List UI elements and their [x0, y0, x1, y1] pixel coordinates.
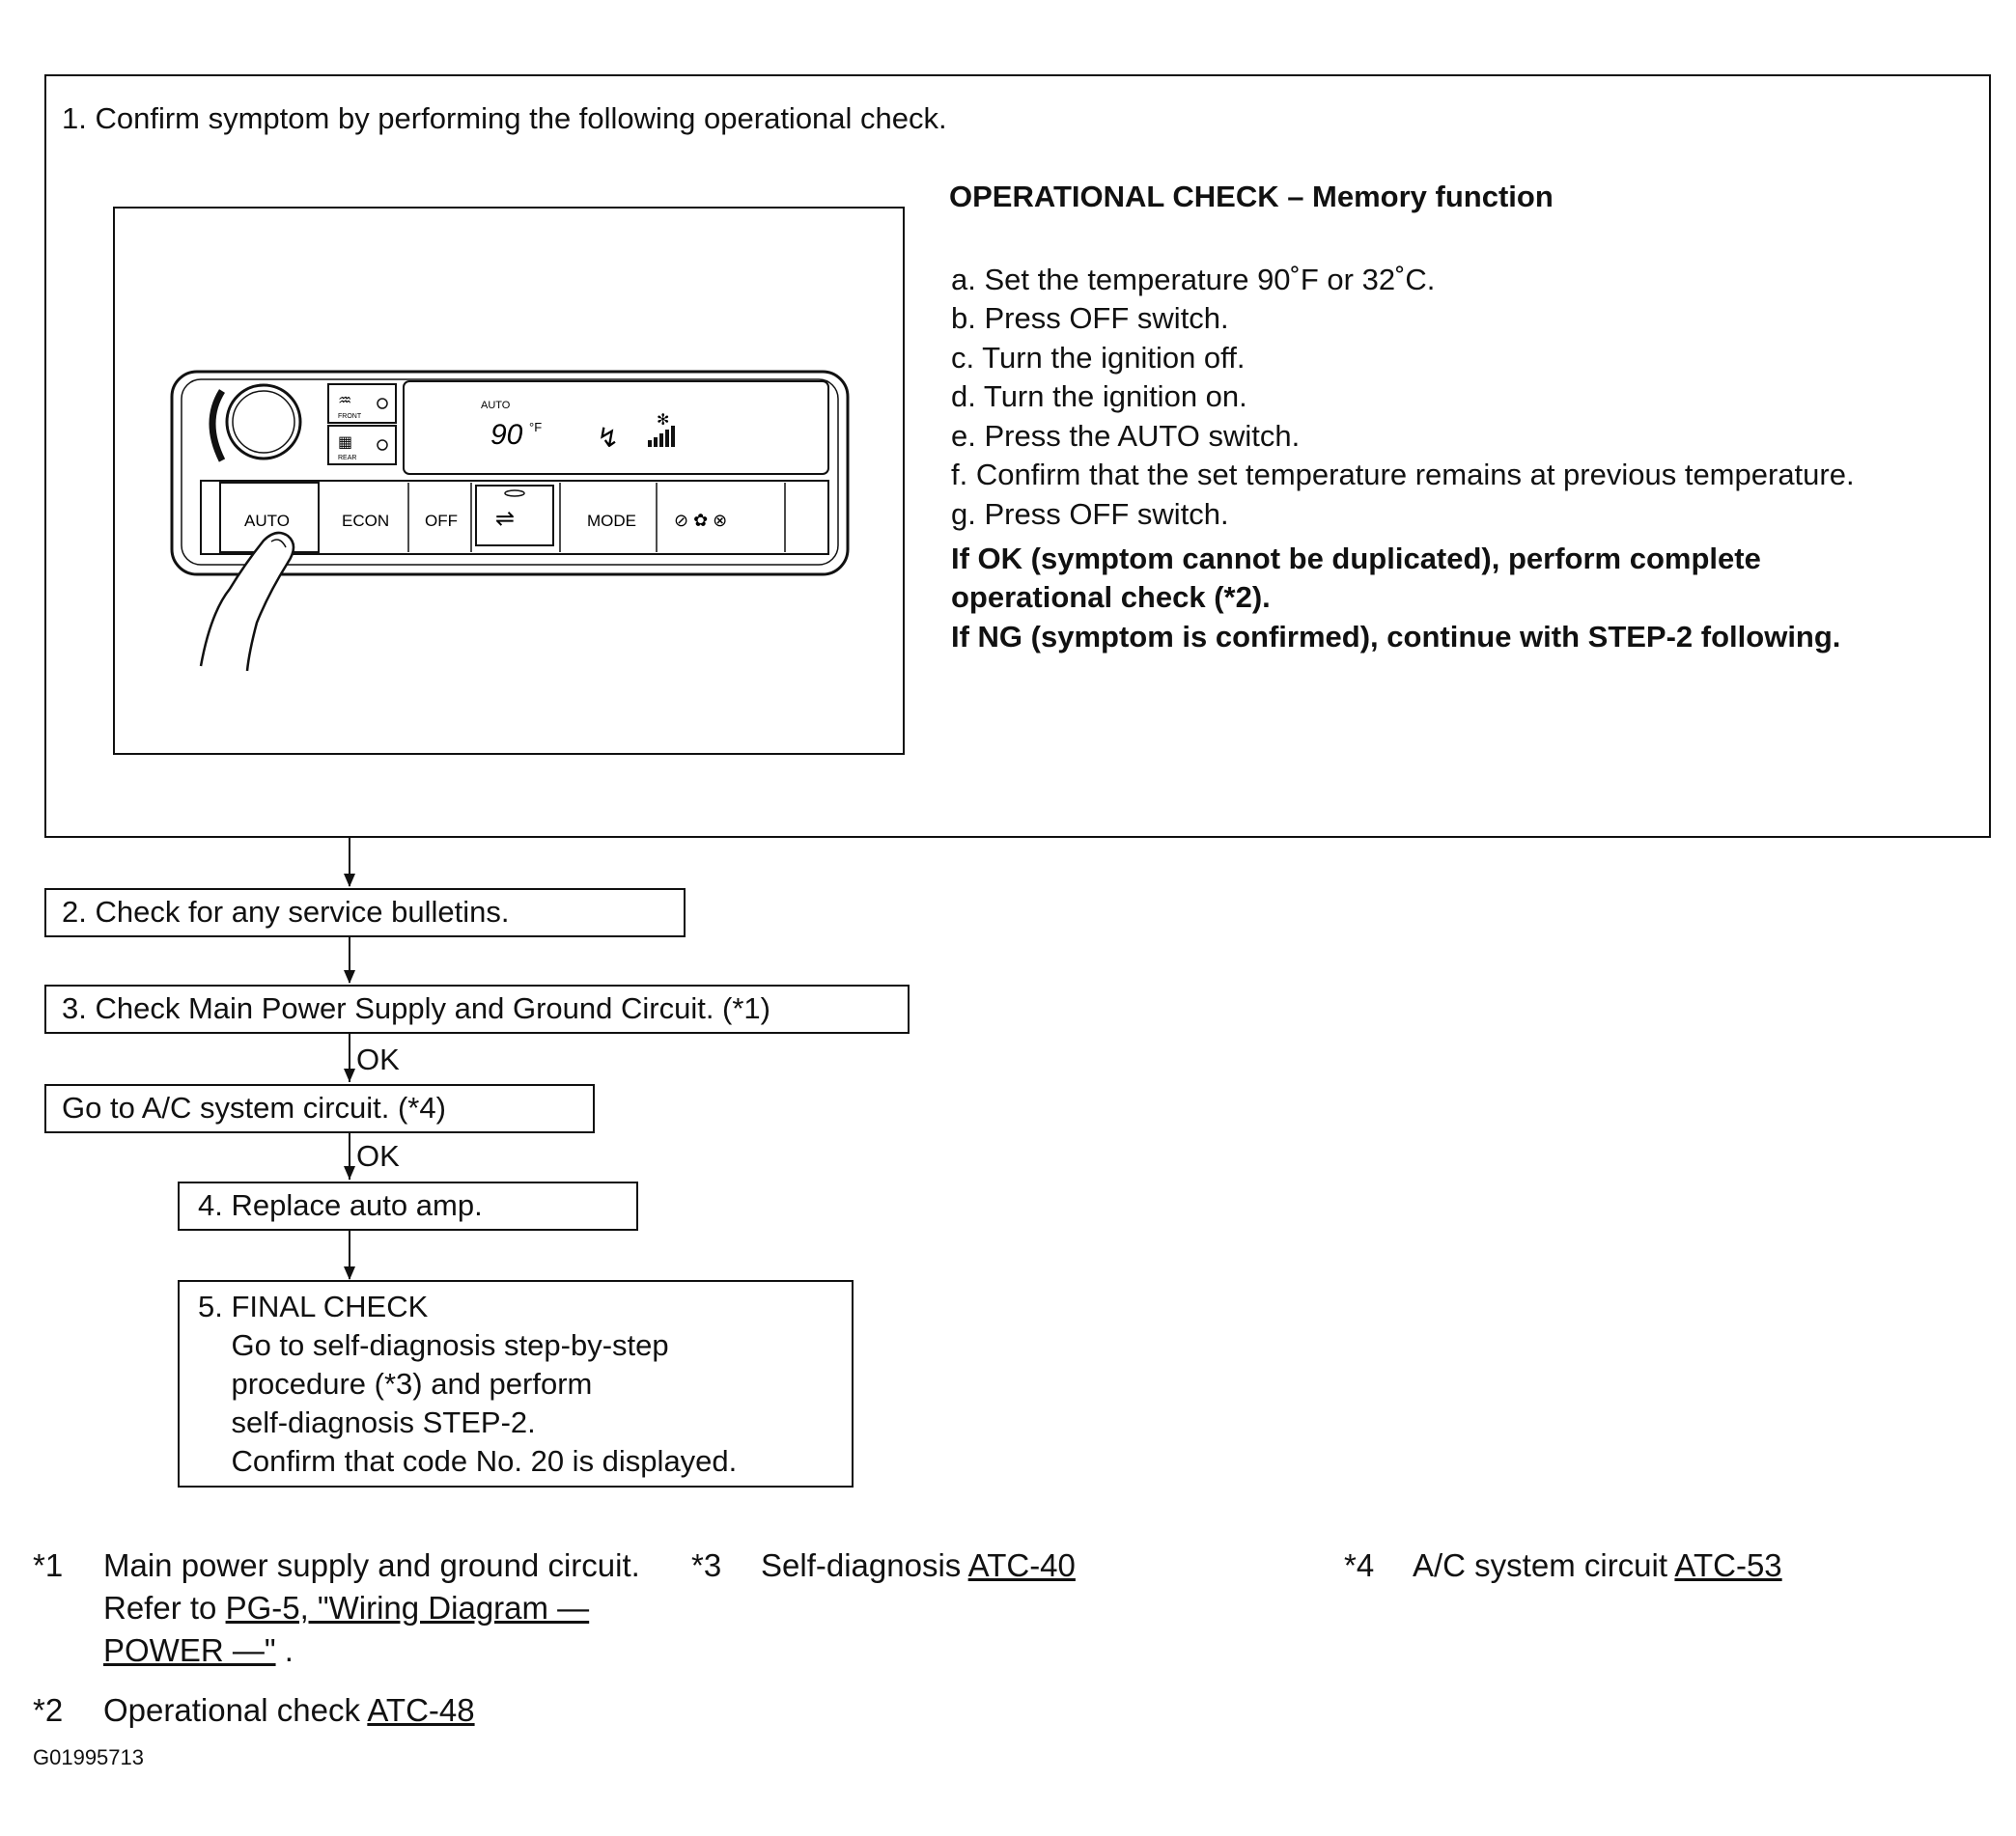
footnote-4-link[interactable]: ATC-53: [1674, 1547, 1782, 1583]
recirculation-indicator-icon: [504, 489, 525, 497]
op-step-c: c. Turn the ignition off.: [951, 341, 1246, 375]
knob-rotation-arc-icon: [209, 389, 226, 462]
footnote-3-row: Self-diagnosis ATC-40: [761, 1544, 1076, 1587]
footnote-2-link[interactable]: ATC-48: [367, 1692, 475, 1728]
result-ok-line1: If OK (symptom cannot be duplicated), pe…: [951, 542, 1761, 575]
arrow-down-icon: [344, 1166, 355, 1180]
footnote-1-mark: *1: [33, 1547, 64, 1583]
front-defrost-icon: ♒: [338, 393, 351, 409]
recirculation-icon: ⇌: [495, 506, 515, 532]
finger-pressing-auto-icon: [199, 531, 295, 672]
op-step-g: g. Press OFF switch.: [951, 497, 1229, 531]
arrow-down-icon: [344, 970, 355, 984]
step4-text: 4. Replace auto amp.: [198, 1188, 483, 1222]
display-mode-text: AUTO: [481, 400, 511, 411]
step5-line5: Confirm that code No. 20 is displayed.: [198, 1444, 738, 1478]
result-ng-line: If NG (symptom is confirmed), continue w…: [951, 620, 1841, 654]
footnote-1-link-row: POWER —" .: [103, 1629, 294, 1672]
footnote-3-text: Self-diagnosis: [761, 1547, 962, 1583]
op-step-d: d. Turn the ignition on.: [951, 379, 1247, 413]
recirculation-button: [475, 485, 554, 546]
footnote-2-text: Operational check: [103, 1692, 360, 1728]
off-button-label: OFF: [425, 512, 458, 530]
fan-control-icons: ⊘ ✿ ⊗: [674, 511, 727, 530]
display-temperature-unit: °F: [529, 420, 542, 434]
step5-box: [178, 1280, 854, 1488]
auto-button-label: AUTO: [244, 512, 290, 530]
step4-box: [178, 1182, 638, 1231]
lcd-display: [403, 380, 829, 475]
ok-label-2: OK: [356, 1139, 400, 1173]
econ-button-label: ECON: [342, 512, 389, 530]
front-defrost-label: FRONT: [338, 413, 362, 420]
step1-text: 1. Confirm symptom by performing the fol…: [62, 101, 947, 135]
step5-line2: Go to self-diagnosis step-by-step: [198, 1328, 669, 1362]
footnote-1-refer: Refer to PG-5, "Wiring Diagram —: [103, 1587, 589, 1629]
op-check-title: OPERATIONAL CHECK – Memory function: [949, 180, 1554, 213]
step2-box: [44, 888, 686, 937]
figure-id: G01995713: [33, 1745, 144, 1769]
connector-3-goto: [349, 1034, 350, 1082]
footnote-1-link-line2[interactable]: POWER —": [103, 1632, 276, 1668]
fan-icon: ✻: [657, 412, 669, 429]
footnote-4-mark: *4: [1344, 1547, 1375, 1583]
airflow-mode-icon: ↯: [597, 423, 619, 453]
climate-control-panel-illustration: ♒ FRONT ▦ REAR AUTO 90 °F ↯ ✻ AUTO ECON …: [170, 370, 850, 672]
goto-ac-text: Go to A/C system circuit. (*4): [62, 1091, 446, 1125]
step2-text: 2. Check for any service bulletins.: [62, 895, 510, 929]
front-defrost-indicator-icon: [377, 398, 388, 409]
footnote-1-link-line1[interactable]: PG-5, "Wiring Diagram —: [225, 1590, 590, 1626]
rear-defrost-button: [327, 425, 397, 465]
panel-housing-inner: [181, 378, 839, 566]
footnote-1-text: Main power supply and ground circuit.: [103, 1547, 640, 1583]
step5-title: 5. FINAL CHECK: [198, 1290, 429, 1323]
temperature-knob: [225, 383, 302, 460]
step3-text: 3. Check Main Power Supply and Ground Ci…: [62, 991, 770, 1025]
footnote-3-link[interactable]: ATC-40: [967, 1547, 1076, 1583]
op-step-e: e. Press the AUTO switch.: [951, 419, 1301, 453]
arrow-down-icon: [344, 1069, 355, 1082]
mode-button-label: MODE: [587, 512, 636, 530]
footnote-1-refer-label: Refer to: [103, 1590, 217, 1626]
fan-speed-bars-icon: [648, 426, 675, 447]
connector-goto-4: [349, 1133, 350, 1180]
op-step-b: b. Press OFF switch.: [951, 301, 1229, 335]
ok-label-1: OK: [356, 1043, 400, 1076]
op-step-a: a. Set the temperature 90˚F or 32˚C.: [951, 263, 1436, 296]
footnote-2-mark: *2: [33, 1692, 64, 1728]
connector-1-2: [349, 838, 350, 886]
temperature-knob-ring: [232, 390, 295, 454]
footnote-4-text: A/C system circuit: [1413, 1547, 1668, 1583]
step5-line3: procedure (*3) and perform: [198, 1367, 593, 1401]
step3-box: [44, 985, 910, 1034]
footnote-4-row: A/C system circuit ATC-53: [1413, 1544, 1782, 1587]
display-temperature: 90: [490, 419, 523, 451]
connector-4-5: [349, 1231, 350, 1279]
goto-ac-box: [44, 1084, 595, 1133]
rear-defrost-icon: ▦: [338, 434, 352, 451]
footnote-2-row: Operational check ATC-48: [103, 1689, 475, 1732]
arrow-down-icon: [344, 874, 355, 887]
result-ok-line2: operational check (*2).: [951, 580, 1271, 614]
footnote-3-mark: *3: [691, 1547, 722, 1583]
arrow-down-icon: [344, 1266, 355, 1280]
connector-2-3: [349, 937, 350, 983]
rear-defrost-indicator-icon: [377, 439, 388, 451]
step5-line4: self-diagnosis STEP-2.: [198, 1405, 536, 1439]
rear-defrost-label: REAR: [338, 455, 356, 461]
op-step-f: f. Confirm that the set temperature rema…: [951, 458, 1855, 491]
footnote-1-end: .: [275, 1632, 294, 1668]
front-defrost-button: [327, 383, 397, 424]
